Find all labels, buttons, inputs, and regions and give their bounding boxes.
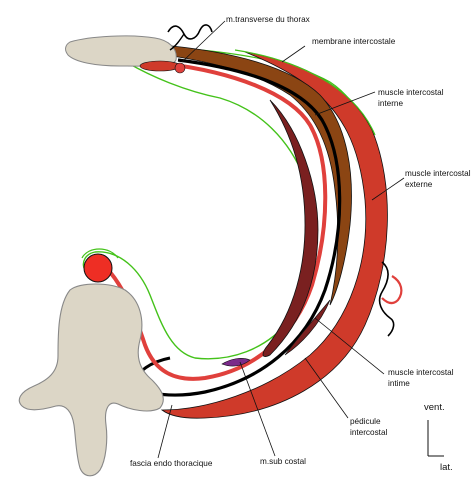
nerve-wavy-right — [378, 261, 395, 337]
leader-membrane — [281, 45, 306, 63]
label-muscle-intime-1: muscle intercostal — [388, 368, 454, 377]
label-fascia: fascia endo thoracique — [130, 459, 213, 468]
vessel-wavy-right — [381, 275, 403, 305]
label-muscle-externe-2: externe — [405, 180, 433, 189]
label-membrane-intercostale: membrane intercostale — [312, 37, 396, 46]
external-intercostal-muscle — [160, 51, 388, 419]
label-sub-costal: m.sub costal — [260, 457, 306, 466]
leader-fascia — [157, 404, 173, 459]
leader-pedicule — [304, 357, 349, 419]
vessel-top-oval — [139, 60, 181, 72]
nerve-wavy-top — [167, 24, 213, 40]
leader-subcostal — [239, 361, 276, 457]
label-pedicule-2: intercostal — [350, 428, 387, 437]
external-muscle-green-edge — [234, 49, 376, 136]
spinal-cord-circle — [83, 253, 113, 283]
intercostal-nerve — [127, 58, 342, 397]
leader-interne — [314, 91, 376, 116]
label-lateral: lat. — [440, 462, 453, 473]
label-muscle-intime-2: intime — [388, 379, 410, 388]
innermost-intercostal-muscle — [262, 99, 319, 357]
leader-transverse — [181, 20, 226, 63]
nerve-wavy-top-stem — [169, 33, 185, 51]
vertebra — [18, 283, 164, 477]
intercostal-vessel — [108, 62, 328, 381]
label-transverse-thorax: m.transverse du thorax — [226, 15, 310, 24]
label-muscle-externe-1: muscle intercostal — [405, 169, 471, 178]
spinal-cord-green-arc — [81, 248, 119, 259]
label-muscle-interne-2: interne — [378, 99, 403, 108]
label-muscle-interne-1: muscle intercostal — [378, 88, 444, 97]
label-pedicule-1: pédicule — [350, 417, 381, 426]
label-ventral: vent. — [424, 402, 445, 413]
leader-intime — [314, 317, 385, 375]
internal-intercostal-muscle — [171, 45, 352, 306]
leader-externe — [371, 177, 405, 201]
subcostal-muscle — [221, 358, 251, 367]
vessel-top-circle — [174, 62, 186, 74]
